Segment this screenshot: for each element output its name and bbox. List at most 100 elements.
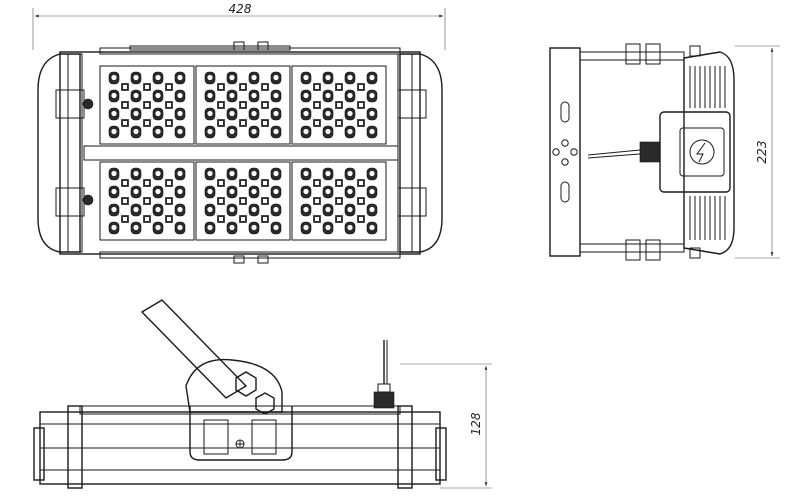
led-driver-square	[143, 101, 151, 109]
led-driver-square	[143, 179, 151, 187]
led-cell	[152, 89, 164, 103]
led-driver-square	[357, 197, 365, 205]
led-cell	[152, 221, 164, 235]
led-cell	[130, 71, 142, 85]
led-cell	[204, 107, 216, 121]
led-cell	[300, 167, 312, 181]
led-driver-square	[165, 101, 173, 109]
led-cell	[204, 89, 216, 103]
led-cell	[152, 185, 164, 199]
led-driver-square	[335, 119, 343, 127]
led-cell	[204, 125, 216, 139]
led-module	[99, 65, 195, 145]
led-cell	[174, 107, 186, 121]
front-view: 428	[32, 2, 446, 264]
led-driver-square	[165, 179, 173, 187]
led-driver-square	[313, 215, 321, 223]
led-cell	[130, 89, 142, 103]
led-driver-square	[335, 215, 343, 223]
led-cell	[204, 185, 216, 199]
led-cell	[344, 185, 356, 199]
led-module	[291, 65, 387, 145]
led-cell	[174, 185, 186, 199]
led-driver-square	[313, 101, 321, 109]
led-cell	[130, 107, 142, 121]
led-cell	[270, 125, 282, 139]
led-driver-square	[217, 83, 225, 91]
led-driver-square	[143, 119, 151, 127]
led-cell	[152, 167, 164, 181]
led-cell	[322, 185, 334, 199]
led-cell	[108, 221, 120, 235]
led-cell	[248, 125, 260, 139]
led-cell	[174, 167, 186, 181]
led-driver-square	[121, 83, 129, 91]
led-driver-square	[121, 197, 129, 205]
led-driver-square	[335, 179, 343, 187]
led-cell	[270, 107, 282, 121]
bottom-view: 128	[33, 299, 492, 489]
led-driver-square	[217, 215, 225, 223]
led-driver-square	[165, 215, 173, 223]
led-driver-square	[313, 197, 321, 205]
led-cell	[300, 221, 312, 235]
led-cell	[152, 203, 164, 217]
led-cell	[174, 221, 186, 235]
led-cell	[226, 89, 238, 103]
led-driver-square	[335, 83, 343, 91]
led-cell	[322, 89, 334, 103]
led-cell	[226, 203, 238, 217]
led-driver-square	[239, 215, 247, 223]
led-cell	[322, 125, 334, 139]
led-cell	[248, 107, 260, 121]
led-cell	[322, 167, 334, 181]
led-cell	[108, 185, 120, 199]
led-driver-square	[121, 101, 129, 109]
led-driver-square	[121, 179, 129, 187]
led-cell	[270, 185, 282, 199]
led-cell	[248, 89, 260, 103]
led-cell	[300, 89, 312, 103]
led-driver-square	[313, 179, 321, 187]
led-cell	[226, 71, 238, 85]
led-module	[99, 161, 195, 241]
led-cell	[270, 89, 282, 103]
led-driver-square	[261, 119, 269, 127]
led-cell	[344, 107, 356, 121]
led-cell	[226, 185, 238, 199]
led-driver-square	[165, 197, 173, 205]
led-cell	[344, 221, 356, 235]
led-cell	[174, 125, 186, 139]
led-cell	[108, 167, 120, 181]
led-cell	[130, 221, 142, 235]
led-cell	[130, 185, 142, 199]
led-driver-square	[261, 179, 269, 187]
led-cell	[108, 203, 120, 217]
led-cell	[366, 203, 378, 217]
led-cell	[344, 71, 356, 85]
led-driver-square	[261, 197, 269, 205]
led-cell	[152, 71, 164, 85]
led-cell	[366, 107, 378, 121]
led-driver-square	[121, 119, 129, 127]
led-module	[195, 65, 291, 145]
led-cell	[226, 167, 238, 181]
led-driver-square	[239, 101, 247, 109]
led-cell	[226, 107, 238, 121]
led-driver-square	[261, 101, 269, 109]
width-label: 428	[229, 2, 252, 16]
led-cell	[108, 107, 120, 121]
led-cell	[152, 125, 164, 139]
width-dimension: 428	[32, 2, 446, 50]
led-cell	[108, 71, 120, 85]
led-cell	[270, 167, 282, 181]
depth-dimension: 223	[735, 45, 780, 259]
led-driver-square	[357, 119, 365, 127]
led-driver-square	[313, 83, 321, 91]
led-cell	[322, 107, 334, 121]
led-cell	[204, 203, 216, 217]
led-driver-square	[143, 83, 151, 91]
led-driver-square	[217, 179, 225, 187]
led-cell	[204, 167, 216, 181]
